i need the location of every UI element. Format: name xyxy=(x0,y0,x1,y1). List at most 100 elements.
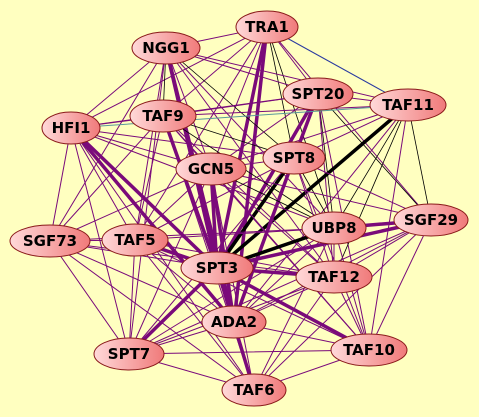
node-ngg1[interactable]: NGG1 xyxy=(131,31,201,65)
node-ellipse xyxy=(101,223,169,257)
node-sgf29[interactable]: SGF29 xyxy=(393,203,469,237)
node-label: TAF11 xyxy=(382,96,434,114)
edge-hfi1-spt7 xyxy=(70,127,130,355)
edge-ngg1-taf11 xyxy=(165,47,409,106)
node-tra1[interactable]: TRA1 xyxy=(235,10,299,44)
edge-sgf73-spt7 xyxy=(49,240,130,355)
edge-tra1-spt8 xyxy=(266,26,295,159)
edge-spt8-taf10 xyxy=(293,157,370,351)
node-ellipse xyxy=(201,305,267,339)
edge-hfi1-sgf73 xyxy=(49,127,72,242)
node-spt3[interactable]: SPT3 xyxy=(180,251,254,285)
node-label: NGG1 xyxy=(142,39,190,57)
edge-tra1-taf5 xyxy=(134,26,268,241)
node-spt8[interactable]: SPT8 xyxy=(262,141,326,175)
node-ellipse xyxy=(369,88,447,122)
edge-taf11-spt3 xyxy=(215,103,410,270)
edge-ngg1-spt8 xyxy=(165,47,295,159)
edge-spt20-taf12 xyxy=(317,93,335,278)
node-spt7[interactable]: SPT7 xyxy=(93,337,165,371)
node-label: SPT20 xyxy=(292,85,345,103)
edge-taf11-taf9 xyxy=(162,104,409,117)
edge-spt20-ubp8 xyxy=(317,93,335,229)
edge-sgf29-taf6 xyxy=(253,219,432,391)
node-taf11[interactable]: TAF11 xyxy=(369,88,447,122)
node-sgf73[interactable]: SGF73 xyxy=(9,224,91,258)
node-hfi1[interactable]: HFI1 xyxy=(41,111,101,145)
edge-taf5-taf6 xyxy=(134,239,255,391)
edge-sgf29-spt3 xyxy=(215,218,433,270)
edge-tra1-gcn5 xyxy=(210,26,268,170)
edge-gcn5-spt7 xyxy=(128,168,212,355)
node-label: UBP8 xyxy=(311,219,356,237)
edge-taf11-sgf29 xyxy=(407,104,432,221)
node-label: GCN5 xyxy=(188,160,234,178)
edge-taf11-gcn5 xyxy=(210,104,409,170)
edge-taf9-taf5 xyxy=(134,115,164,241)
node-ellipse xyxy=(221,373,287,407)
edge-taf11-ubp8 xyxy=(333,104,409,229)
edge-tra1-sgf29 xyxy=(266,26,432,221)
edge-gcn5-sgf29 xyxy=(210,168,432,221)
node-ellipse xyxy=(93,337,165,371)
edge-gcn5-taf12 xyxy=(210,168,335,278)
edge-spt7-taf10 xyxy=(128,349,370,355)
edge-sgf29-taf10 xyxy=(368,219,432,351)
edge-hfi1-spt8 xyxy=(70,127,295,159)
edge-taf5-spt7 xyxy=(128,239,136,355)
node-ellipse xyxy=(41,111,101,145)
edge-spt3-taf10 xyxy=(215,266,371,352)
node-label: SPT7 xyxy=(108,345,150,363)
edge-taf9-ubp8 xyxy=(162,115,335,229)
edge-hfi1-ada2 xyxy=(69,126,236,324)
node-label: HFI1 xyxy=(52,119,91,137)
node-ada2[interactable]: ADA2 xyxy=(201,305,267,339)
node-label: TAF6 xyxy=(233,381,274,399)
node-label: TRA1 xyxy=(245,18,289,36)
node-ellipse xyxy=(131,31,201,65)
edge-taf9-sgf73 xyxy=(49,115,164,242)
node-ellipse xyxy=(129,99,197,133)
edge-ngg1-ubp8 xyxy=(165,47,335,229)
node-ellipse xyxy=(235,10,299,44)
edge-spt20-spt3 xyxy=(215,92,320,270)
node-ellipse xyxy=(330,333,408,367)
edge-ubp8-ada2 xyxy=(233,227,335,323)
edge-hfi1-taf5 xyxy=(70,127,136,241)
edge-tra1-hfi1 xyxy=(70,26,268,129)
node-label: SPT8 xyxy=(273,149,315,167)
edge-taf11-taf10 xyxy=(368,104,409,351)
edge-taf12-taf6 xyxy=(253,276,335,391)
edge-gcn5-taf10 xyxy=(210,168,370,351)
node-label: SPT3 xyxy=(196,259,238,277)
node-spt20[interactable]: SPT20 xyxy=(282,77,354,111)
node-ellipse xyxy=(175,152,247,186)
node-ellipse xyxy=(301,211,367,245)
node-taf10[interactable]: TAF10 xyxy=(330,333,408,367)
node-label: SGF29 xyxy=(404,211,458,229)
node-ellipse xyxy=(295,260,373,294)
node-ellipse xyxy=(393,203,469,237)
node-taf6[interactable]: TAF6 xyxy=(221,373,287,407)
node-label: TAF5 xyxy=(114,231,155,249)
edge-spt8-ada2 xyxy=(232,156,296,324)
node-ubp8[interactable]: UBP8 xyxy=(301,211,367,245)
node-taf12[interactable]: TAF12 xyxy=(295,260,373,294)
node-ellipse xyxy=(9,224,91,258)
node-gcn5[interactable]: GCN5 xyxy=(175,152,247,186)
node-label: TAF9 xyxy=(142,107,183,125)
node-ellipse xyxy=(282,77,354,111)
node-ellipse xyxy=(262,141,326,175)
edge-ngg1-sgf73 xyxy=(49,47,167,242)
node-taf9[interactable]: TAF9 xyxy=(129,99,197,133)
node-label: TAF10 xyxy=(343,341,395,359)
node-taf5[interactable]: TAF5 xyxy=(101,223,169,257)
edge-gcn5-ada2 xyxy=(209,167,236,324)
edge-taf11-taf12 xyxy=(333,104,409,278)
node-label: TAF12 xyxy=(308,268,360,286)
edge-taf9-taf12 xyxy=(162,115,335,278)
edge-sgf29-spt7 xyxy=(128,219,432,355)
